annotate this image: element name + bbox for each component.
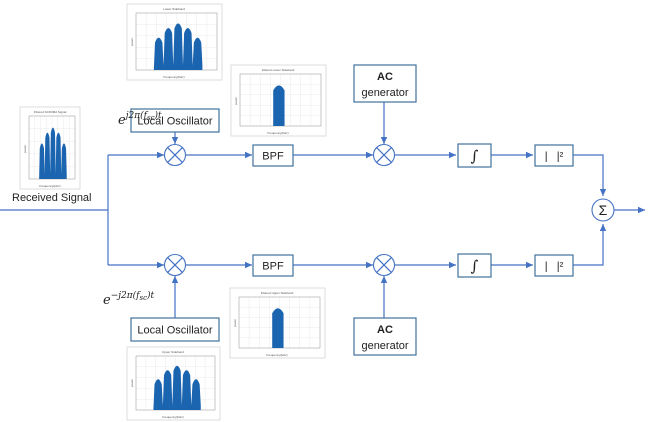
- local-oscillator-bottom-label: Local Oscillator: [137, 325, 213, 337]
- svg-text:Frequency(kHz): Frequency(kHz): [162, 415, 183, 419]
- lower-sideband-plot: Lower Sideband Frequency(kHz) power: [126, 3, 223, 81]
- wire-abs-sum-bottom: [573, 224, 607, 266]
- svg-text:Filtered Upper Sideband: Filtered Upper Sideband: [261, 291, 294, 295]
- spectrum-fill: [272, 308, 284, 348]
- bpf-top-label: BPF: [262, 151, 284, 163]
- integral-icon: ∫: [471, 147, 479, 165]
- spectrum-fill: [273, 85, 285, 126]
- ac-generator-bottom-line1: AC: [377, 324, 393, 336]
- spectrum-fill: [153, 23, 203, 70]
- received-spectrum-plot: Filtered SCFDMA Signal Frequency(kHz) po…: [19, 106, 81, 190]
- spectrum-fill: [39, 127, 67, 179]
- svg-text:Filtered Lower Sideband: Filtered Lower Sideband: [262, 68, 295, 72]
- svg-text:Lower Sideband: Lower Sideband: [163, 7, 185, 11]
- svg-text:power: power: [233, 319, 237, 327]
- svg-text:Upper Sideband: Upper Sideband: [162, 350, 184, 354]
- bpf-bottom-label: BPF: [262, 261, 284, 273]
- mixer-bottom-left: [163, 253, 187, 277]
- ac-generator-bottom: AC generator: [353, 317, 417, 356]
- magnitude-squared-top: | |²: [534, 144, 574, 167]
- svg-text:Frequency(kHz): Frequency(kHz): [267, 131, 288, 135]
- wire-abs-sum-top: [573, 154, 607, 196]
- local-oscillator-bottom: Local Oscillator: [130, 317, 220, 342]
- mixer-bottom-right: [372, 253, 396, 277]
- mixer-top-right: [372, 143, 396, 167]
- ac-generator-bottom-line2: generator: [361, 340, 408, 352]
- svg-text:Filtered SCFDMA Signal: Filtered SCFDMA Signal: [34, 110, 67, 114]
- received-signal-label: Received Signal: [12, 192, 92, 204]
- local-oscillator-top: Local Oscillator: [130, 108, 220, 133]
- ac-generator-top-line2: generator: [361, 87, 408, 99]
- magnitude-squared-bottom-label: | |²: [545, 261, 564, 273]
- integrator-top: ∫: [457, 143, 492, 168]
- ac-generator-top-line1: AC: [377, 71, 393, 83]
- integral-icon: ∫: [471, 257, 479, 275]
- svg-text:power: power: [130, 379, 134, 387]
- svg-text:Frequency(kHz): Frequency(kHz): [163, 75, 184, 79]
- filtered-lower-sideband-plot: Filtered Lower Sideband Frequency(kHz) p…: [230, 64, 327, 137]
- upper-sideband-plot: Upper Sideband Frequency(kHz) power: [126, 346, 221, 421]
- local-oscillator-top-label: Local Oscillator: [137, 116, 213, 128]
- bpf-top: BPF: [252, 144, 294, 167]
- magnitude-squared-top-label: | |²: [545, 151, 564, 163]
- magnitude-squared-bottom: | |²: [534, 254, 574, 277]
- svg-text:power: power: [234, 97, 238, 105]
- integrator-bottom: ∫: [457, 253, 492, 278]
- mixer-top-left: [163, 143, 187, 167]
- ac-generator-top: AC generator: [353, 64, 417, 103]
- equation-bottom: e−j2π(fsc)t: [103, 290, 155, 308]
- svg-text:power: power: [130, 38, 134, 46]
- svg-text:Frequency(kHz): Frequency(kHz): [266, 353, 287, 357]
- equation-top: ej2π(fsc)t: [118, 110, 162, 128]
- spectrum-fill: [153, 365, 201, 410]
- summer: Σ: [591, 198, 615, 222]
- svg-text:Frequency(kHz): Frequency(kHz): [39, 184, 60, 188]
- bpf-bottom: BPF: [252, 254, 294, 277]
- svg-text:power: power: [23, 145, 27, 153]
- filtered-upper-sideband-plot: Filtered Upper Sideband Frequency(kHz) p…: [229, 287, 326, 359]
- signal-wires: [0, 102, 645, 318]
- sum-icon: Σ: [599, 202, 608, 218]
